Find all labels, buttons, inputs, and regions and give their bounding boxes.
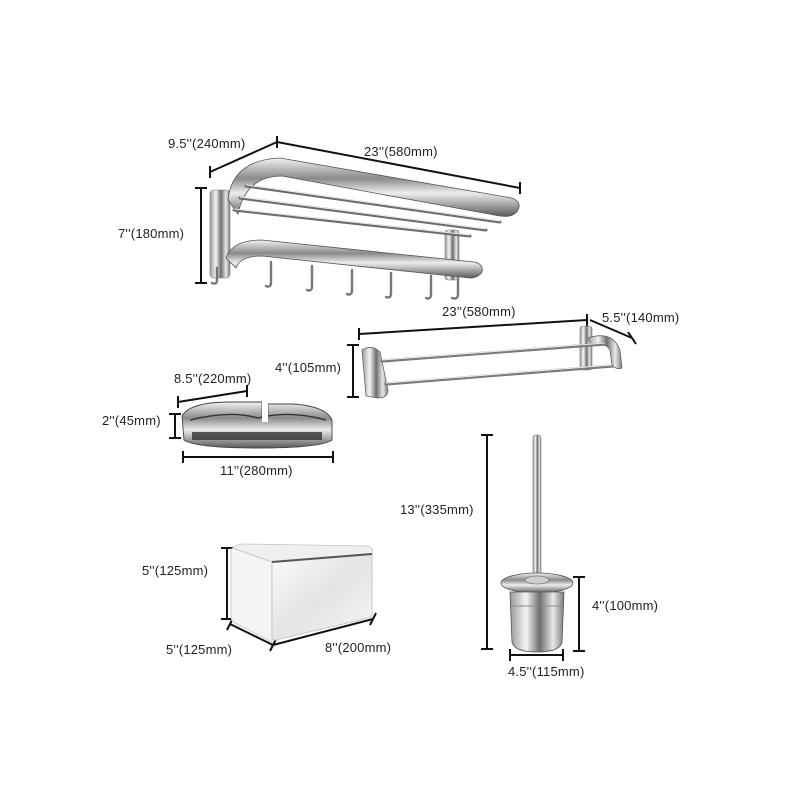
toilet-brush-cup-width-label: 4.5''(115mm)	[508, 664, 585, 679]
toilet-brush-cup-height-label: 4''(100mm)	[592, 598, 659, 613]
towel-rack-width-label: 23''(580mm)	[364, 144, 438, 159]
toilet-brush-height-label: 13''(335mm)	[400, 502, 474, 517]
towel-rack-height-label: 7''(180mm)	[118, 226, 185, 241]
toilet-brush-dimension-lines	[481, 434, 585, 661]
paper-holder-width-label: 8''(200mm)	[325, 640, 392, 655]
towel-rack-dimension-lines	[195, 136, 521, 284]
towel-rack-depth-label: 9.5''(240mm)	[168, 136, 246, 151]
paper-holder-depth-label: 5''(125mm)	[166, 642, 233, 657]
corner-shelf-dimension-lines	[169, 385, 334, 463]
towel-rack-shelf	[195, 136, 521, 300]
corner-shelf-width-label: 11''(280mm)	[220, 463, 293, 478]
corner-shelf-height-label: 2''(45mm)	[102, 413, 161, 428]
towel-bar-width-label: 23''(580mm)	[442, 304, 516, 319]
towel-bar-height-label: 4''(105mm)	[275, 360, 342, 375]
towel-bar-dimension-lines	[347, 314, 637, 398]
toilet-brush	[481, 434, 585, 661]
hooks	[210, 260, 460, 300]
towel-bar-depth-label: 5.5''(140mm)	[602, 310, 680, 325]
corner-shelf-depth-label: 8.5''(220mm)	[174, 371, 252, 386]
double-towel-bar	[347, 314, 637, 399]
corner-shelf	[169, 385, 334, 463]
paper-holder-height-label: 5''(125mm)	[142, 563, 209, 578]
paper-holder	[221, 543, 377, 652]
